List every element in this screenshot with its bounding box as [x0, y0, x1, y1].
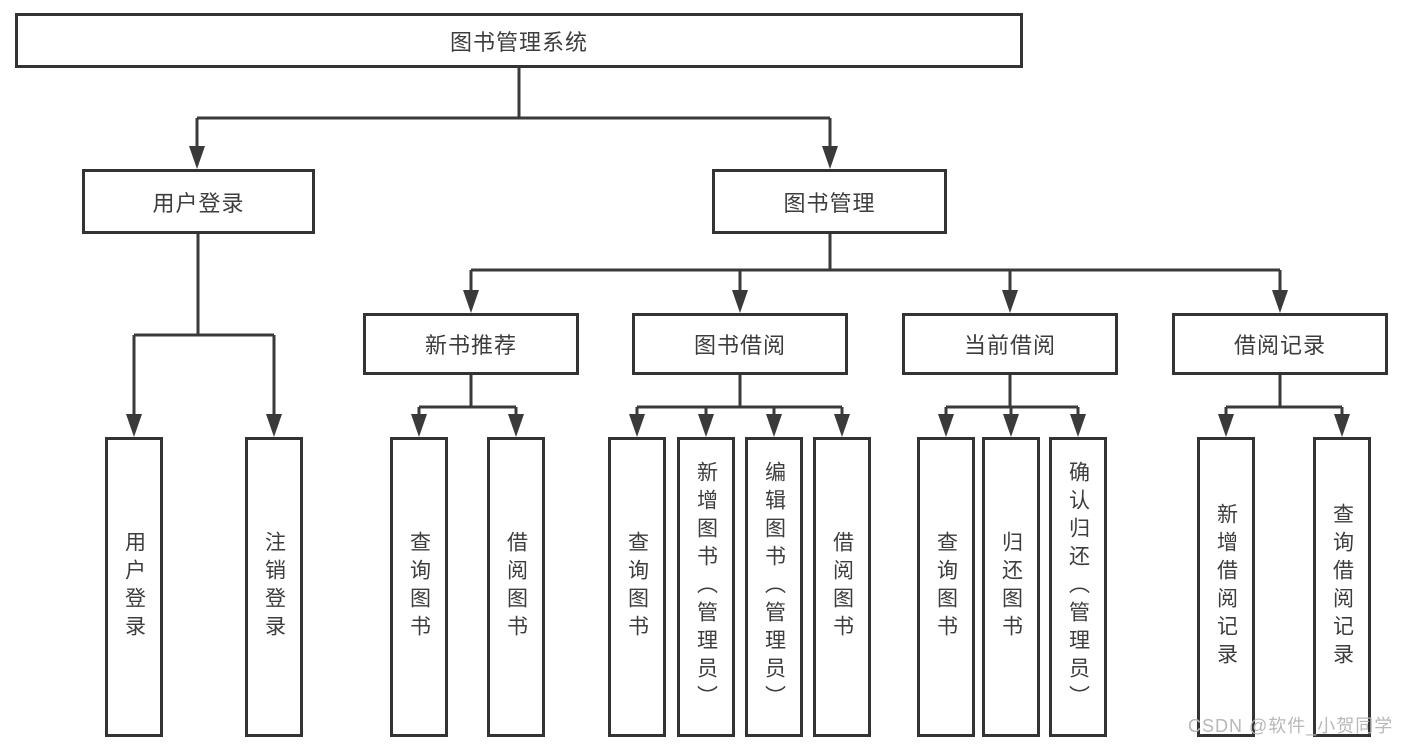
node-borrowing-records: 借阅记录: [1172, 313, 1388, 375]
leaf-confirm-return-admin: 确认归还（管理员）: [1049, 437, 1107, 737]
arrowheads-level3: [463, 290, 1288, 313]
leaf-query-books-2: 查询图书: [608, 437, 666, 737]
leaf-query-books-1-label: 查询图书: [407, 531, 431, 643]
leaf-query-borrow-record-label: 查询借阅记录: [1330, 503, 1354, 671]
leaf-query-borrow-record: 查询借阅记录: [1313, 437, 1371, 737]
node-user-login: 用户登录: [82, 169, 315, 234]
leaf-user-login-label: 用户登录: [122, 531, 146, 643]
leaf-confirm-return-admin-label: 确认归还（管理员）: [1066, 461, 1090, 713]
leaf-logout: 注销登录: [245, 437, 303, 737]
leaf-add-books-admin-label: 新增图书（管理员）: [694, 461, 718, 713]
arrowheads-level2: [189, 146, 838, 169]
arrowheads-leaves: [411, 414, 1350, 437]
leaf-query-books-3: 查询图书: [917, 437, 975, 737]
connector-new-book-children: [417, 375, 518, 414]
csdn-watermark: CSDN @软件_小贺同学: [1188, 716, 1394, 736]
leaf-return-books: 归还图书: [982, 437, 1040, 737]
connector-current-borrowing-children: [944, 375, 1080, 414]
leaf-logout-label: 注销登录: [262, 531, 286, 643]
leaf-query-books-3-label: 查询图书: [934, 531, 958, 643]
node-book-management: 图书管理: [712, 169, 947, 234]
leaf-query-books-1: 查询图书: [390, 437, 448, 737]
connector-records-children: [1224, 375, 1344, 414]
leaf-edit-books-admin-label: 编辑图书（管理员）: [762, 461, 786, 713]
leaf-query-books-2-label: 查询图书: [625, 531, 649, 643]
node-new-book-recommend: 新书推荐: [363, 313, 579, 375]
node-book-borrowing: 图书借阅: [632, 313, 848, 375]
node-library-management-system: 图书管理系统: [15, 13, 1023, 68]
connector-book-borrowing-children: [635, 375, 844, 414]
leaf-borrow-books-2-label: 借阅图书: [830, 531, 854, 643]
connector-root-to-level2: [195, 68, 832, 146]
leaf-add-borrow-record-label: 新增借阅记录: [1214, 503, 1238, 671]
leaf-user-login: 用户登录: [105, 437, 163, 737]
leaf-return-books-label: 归还图书: [999, 531, 1023, 643]
leaf-borrow-books-1-label: 借阅图书: [504, 531, 528, 643]
leaf-borrow-books-1: 借阅图书: [487, 437, 545, 737]
leaf-add-borrow-record: 新增借阅记录: [1197, 437, 1255, 737]
leaf-edit-books-admin: 编辑图书（管理员）: [745, 437, 803, 737]
leaf-borrow-books-2: 借阅图书: [813, 437, 871, 737]
node-current-borrowing: 当前借阅: [902, 313, 1118, 375]
connector-book-mgmt-to-level3: [469, 234, 1282, 290]
connector-user-login-children: [132, 234, 276, 414]
leaf-add-books-admin: 新增图书（管理员）: [677, 437, 735, 737]
arrowheads-user-login-children: [126, 414, 282, 437]
